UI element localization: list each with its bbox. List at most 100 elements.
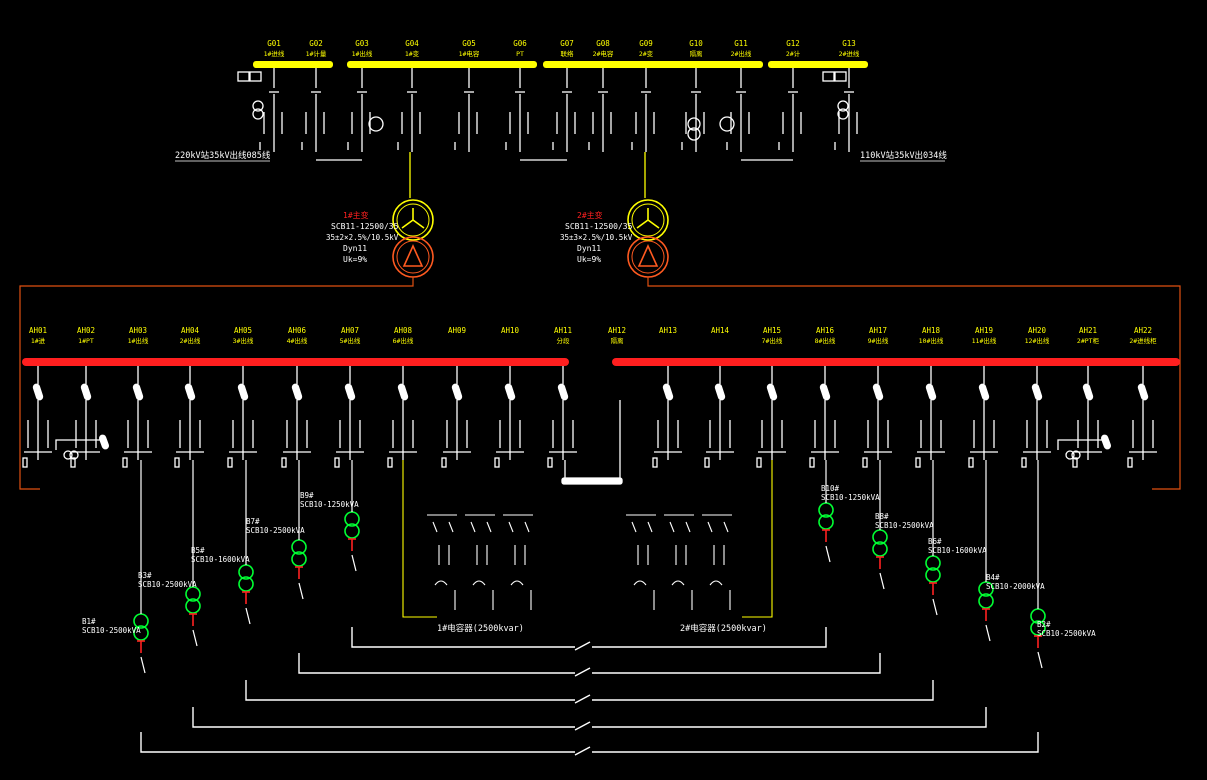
pt-icon (719, 116, 735, 132)
breaker-icon (504, 383, 516, 401)
lv-panel-desc: 10#出线 (919, 336, 944, 345)
hv-switchgear-section: G011#进线G021#计量G031#出线G041#变G051#电容G06PTG… (175, 39, 947, 162)
source-label-left: 220kV站35kV出线085线 (175, 150, 271, 161)
dist-transformer-name: B9# (300, 491, 314, 500)
lv-switchgear-section: AH011#进AH021#PTAH031#出线AH042#出线AH053#出线A… (22, 326, 1180, 485)
breaker-icon (32, 383, 44, 401)
tr2-group: Dyn11 (577, 244, 601, 253)
hv-panel-code: G10 (689, 39, 703, 48)
hv-panel-desc: 2#出线 (731, 49, 752, 58)
lv-panel-desc: 7#出线 (762, 336, 783, 345)
lv-panel-desc: 1#进 (31, 337, 46, 345)
lv-panel-code: AH07 (341, 326, 359, 335)
hv-panel-desc: 1#出线 (352, 49, 373, 58)
lv-panel-code: AH16 (816, 326, 835, 335)
main-transformer-2: 2#主变 SCB11-12500/35 35±3×2.5%/10.5kV Dyn… (560, 152, 1181, 490)
breaker-icon (1031, 383, 1043, 401)
bus-tie (561, 400, 623, 485)
hv-panel-desc: 隔离 (690, 49, 704, 58)
lv-panel-desc: 1#PT (78, 337, 94, 345)
lv-panel-code: AH15 (763, 326, 781, 335)
dist-transformer-name: B3# (138, 571, 152, 580)
tr1-uk: Uk=9% (343, 255, 367, 264)
dist-transformer-rating: SCB10-2500kVA (875, 521, 934, 530)
breaker-icon (291, 383, 303, 401)
lv-panel-desc: 9#出线 (868, 336, 889, 345)
interconnect-cables (140, 627, 1039, 756)
transformer-hv-winding-icon (392, 199, 434, 241)
hv-panel-desc: 2#进线 (839, 49, 860, 58)
lv-bus-section-1 (22, 358, 569, 366)
capacitor-bank-2-label: 2#电容器(2500kvar) (680, 623, 767, 634)
dist-transformer-rating: SCB10-2000kVA (986, 582, 1045, 591)
hv-panel-code: G09 (639, 39, 653, 48)
breaker-icon (132, 383, 144, 401)
dist-transformer-rating: SCB10-2500kVA (1037, 629, 1096, 638)
dist-transformer-name: B8# (875, 512, 889, 521)
distribution-transformers: B1#SCB10-2500kVAB3#SCB10-2500kVAB5#SCB10… (82, 460, 1096, 674)
breaker-icon (184, 383, 196, 401)
pt-icon (1065, 450, 1075, 460)
tr1-ratio: 35±2×2.5%/10.5kV (326, 233, 399, 242)
dist-transformer-rating: SCB10-2500kVA (246, 526, 305, 535)
tr2-uk: Uk=9% (577, 255, 601, 264)
tr2-ratio: 35±3×2.5%/10.5kV (560, 233, 633, 242)
hv-panel-desc: 1#变 (405, 49, 420, 58)
breaker-icon (662, 383, 674, 401)
lv-panel-desc: 1#出线 (128, 336, 149, 345)
lv-panel-code: AH01 (29, 326, 47, 335)
lv-panel-code: AH05 (234, 326, 252, 335)
lv-panel-code: AH04 (181, 326, 200, 335)
transformer-lv-winding-icon (392, 236, 434, 278)
tr1-group: Dyn11 (343, 244, 367, 253)
dist-transformer-name: B10# (821, 484, 840, 493)
hv-panel-desc: 1#进线 (264, 49, 285, 58)
hv-panel-code: G02 (309, 39, 323, 48)
hv-panel-desc: 2#电容 (593, 49, 614, 58)
hv-panel-desc: 1#计量 (306, 49, 327, 58)
lv-panel-desc: 8#出线 (815, 336, 836, 345)
lv-panel-desc: 5#出线 (340, 336, 361, 345)
pt-icon (252, 100, 264, 112)
hv-panel-desc: PT (516, 50, 524, 58)
breaker-icon (766, 383, 778, 401)
hv-bus-left (253, 61, 333, 68)
dist-transformer-rating: SCB10-1250kVA (300, 500, 359, 509)
lv-panel-code: AH11 (554, 326, 572, 335)
source-label-right: 110kV站35kV出034线 (860, 150, 947, 161)
lv-panel-desc: 6#出线 (393, 336, 414, 345)
lv-panel-desc: 12#出线 (1025, 336, 1050, 345)
lv-panel-code: AH10 (501, 326, 520, 335)
tr1-name: 1#主变 (343, 210, 369, 220)
breaker-icon (1082, 383, 1094, 401)
lv-panel-code: AH08 (394, 326, 413, 335)
lv-panel-desc: 11#出线 (972, 336, 997, 345)
breaker-icon (557, 383, 569, 401)
pt-icon (837, 100, 849, 112)
lv-panel-code: AH12 (608, 326, 626, 335)
lv-panel-desc: 3#出线 (233, 336, 254, 345)
lv-panel-desc: 2#出线 (180, 336, 201, 345)
breaker-icon (978, 383, 990, 401)
dist-transformer-name: B2# (1037, 620, 1051, 629)
hv-bus-section-1 (347, 61, 537, 68)
lv-panel-code: AH17 (869, 326, 887, 335)
lv-panel-code: AH06 (288, 326, 307, 335)
dist-transformer-name: B1# (82, 617, 96, 626)
dist-transformer-rating: SCB10-1600kVA (191, 555, 250, 564)
tr1-model: SCB11-12500/35 (331, 222, 399, 231)
dist-transformer-name: B4# (986, 573, 1000, 582)
hv-panel-code: G03 (355, 39, 369, 48)
lv-panel-code: AH13 (659, 326, 677, 335)
hv-panel-desc: 联络 (561, 49, 575, 58)
hv-panel-code: G08 (596, 39, 610, 48)
hv-panel-code: G01 (267, 39, 281, 48)
tr2-model: SCB11-12500/35 (565, 222, 633, 231)
dist-transformer-rating: SCB10-1600kVA (928, 546, 987, 555)
dist-transformer-name: B5# (191, 546, 205, 555)
hv-panel-code: G06 (513, 39, 527, 48)
lv-panel-desc: 2#PT柜 (1077, 336, 1100, 345)
metering-box-icon (822, 71, 835, 82)
dist-transformer-rating: SCB10-2500kVA (82, 626, 141, 635)
breaker-icon (872, 383, 884, 401)
